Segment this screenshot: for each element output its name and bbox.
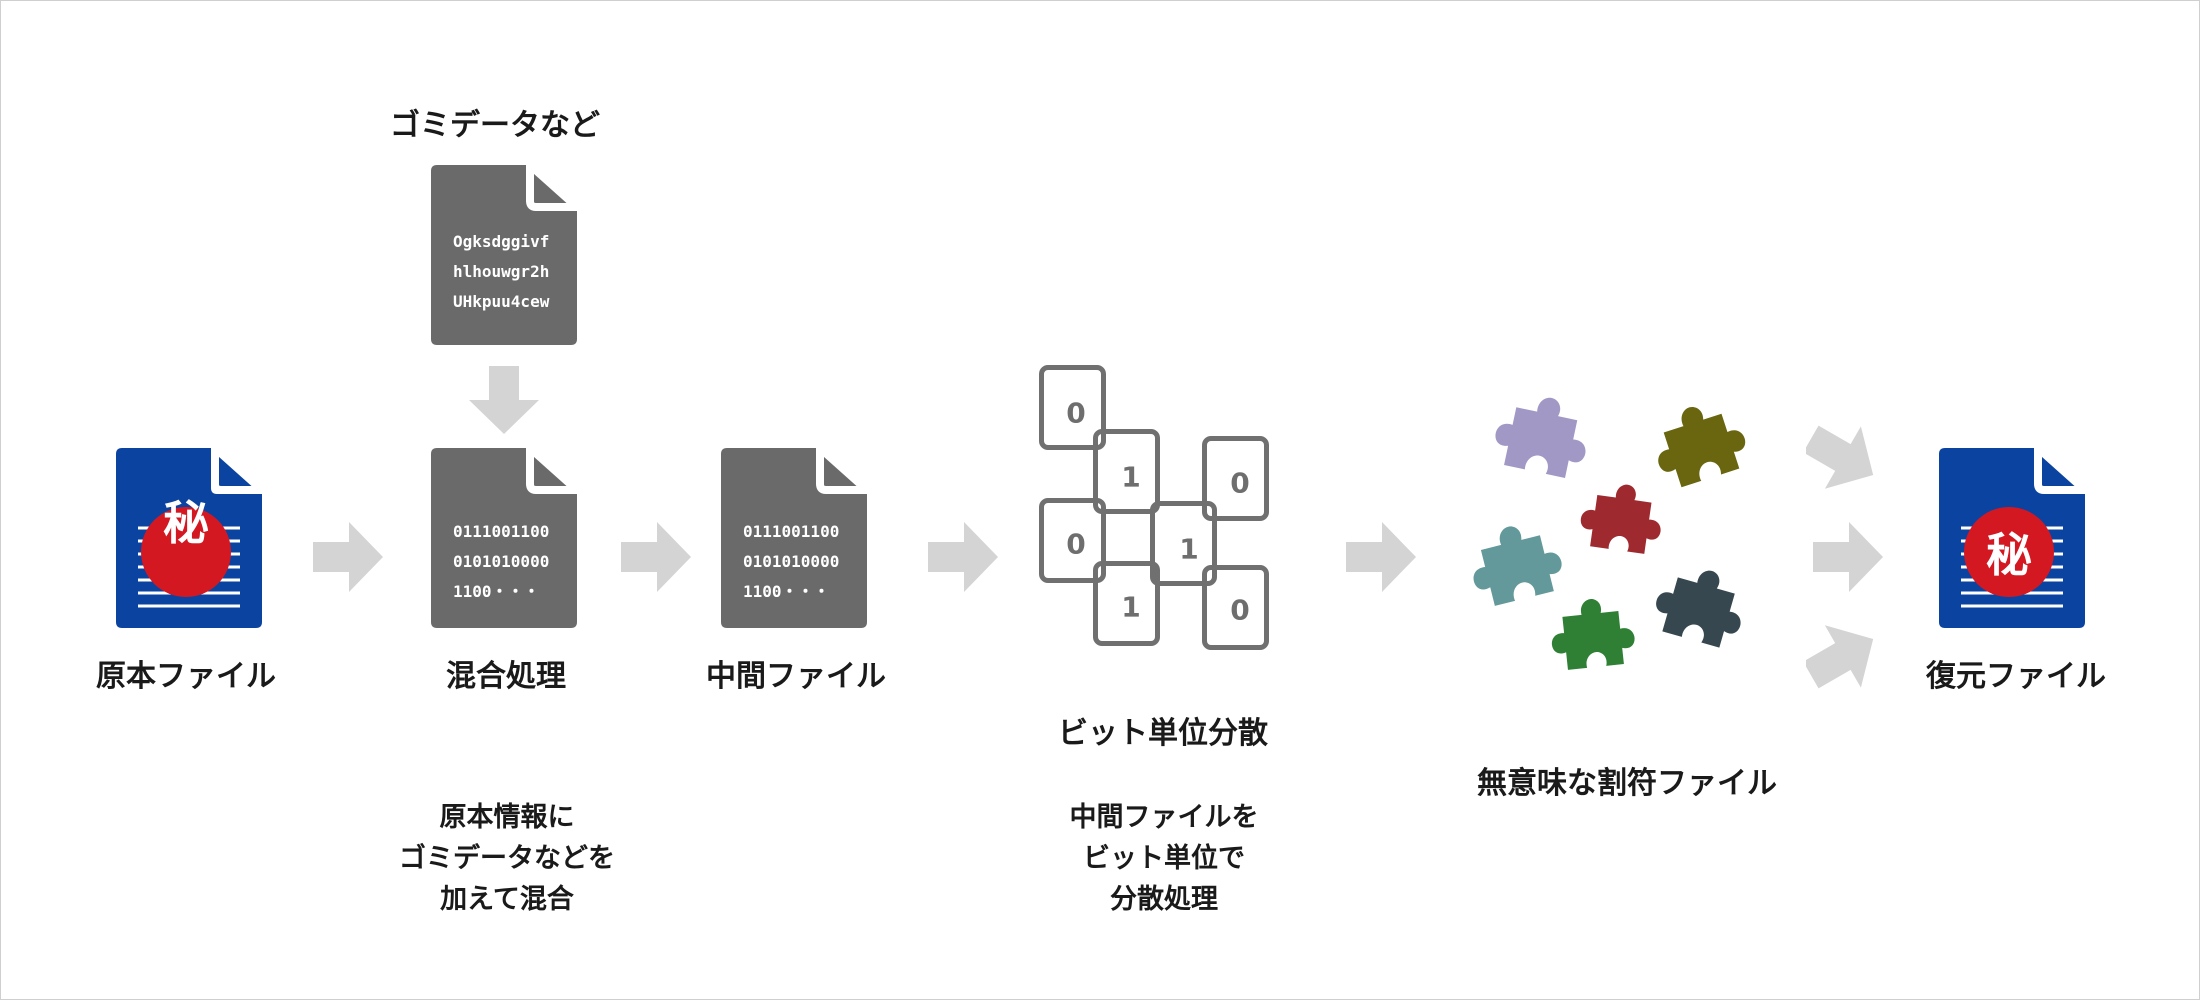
garbage-line: Ogksdggivf: [453, 232, 550, 251]
binary-line: 1100・・・: [453, 582, 540, 601]
puzzle-piece-slate: [1648, 558, 1753, 652]
garbage-line: hlhouwgr2h: [453, 262, 550, 281]
bit-value: 0: [1230, 593, 1250, 627]
secret-badge: 秘: [163, 496, 209, 550]
bit-distribution-label: ビット単位分散: [1058, 716, 1268, 751]
mix-file: 0111001100 0101010000 1100・・・: [431, 448, 579, 628]
binary-line: 1100・・・: [743, 582, 830, 601]
restored-file-icon: [1939, 448, 2087, 628]
arrow-right-icon: [621, 522, 691, 592]
bit-value: 1: [1179, 532, 1199, 566]
garbage-data-file: Ogksdggivf hlhouwgr2h UHkpuu4cew: [431, 165, 579, 345]
garbage-line: UHkpuu4cew: [453, 292, 550, 311]
secret-badge: 秘: [1986, 528, 2032, 582]
arrow-right-icon: [1346, 522, 1416, 592]
bit-value: 0: [1066, 527, 1086, 561]
share-files-label: 無意味な割符ファイル: [1477, 766, 1777, 801]
mix-description-line: ゴミデータなどを: [399, 843, 615, 874]
intermediate-file: 0111001100 0101010000 1100・・・: [721, 448, 869, 628]
arrow-down-right-icon: [1806, 625, 1874, 689]
mix-description-line: 原本情報に: [439, 802, 575, 833]
bit-description-line: 中間ファイルを: [1069, 802, 1259, 833]
arrow-right-icon: [1813, 522, 1883, 592]
bit-value: 1: [1121, 590, 1141, 624]
bit-box: [1039, 498, 1106, 583]
mix-process-label: 混合処理: [446, 659, 566, 694]
binary-line: 0101010000: [743, 552, 840, 571]
gray-document-icon: [721, 448, 869, 628]
bit-box: [1202, 436, 1269, 521]
binary-line: 0111001100: [743, 522, 840, 541]
arrow-right-icon: [313, 522, 383, 592]
puzzle-pieces-icon: [1463, 388, 1754, 672]
puzzle-piece-teal: [1463, 516, 1568, 610]
restored-file-label: 復元ファイル: [1926, 659, 2106, 694]
bit-description: 中間ファイルを ビット単位で 分散処理: [1070, 797, 1259, 920]
puzzle-piece-purple: [1489, 388, 1596, 482]
binary-text-lines: 0111001100 0101010000 1100・・・: [431, 517, 577, 607]
garbage-text-lines: Ogksdggivf hlhouwgr2h UHkpuu4cew: [431, 227, 577, 317]
arrow-up-right-icon: [1806, 425, 1874, 489]
bit-box: [1150, 501, 1217, 586]
arrow-down-icon: [469, 366, 539, 434]
garbage-data-label: ゴミデータなど: [390, 108, 600, 143]
intermediate-file-label: 中間ファイル: [706, 659, 886, 694]
puzzle-piece-red: [1577, 478, 1667, 556]
gray-document-icon: [431, 165, 579, 345]
binary-line: 0101010000: [453, 552, 550, 571]
binary-line: 0111001100: [453, 522, 550, 541]
puzzle-piece-green: [1547, 594, 1638, 672]
gray-document-icon: [431, 448, 579, 628]
bit-box: [1093, 429, 1160, 514]
original-file-icon: [116, 448, 264, 628]
bit-description-line: 分散処理: [1110, 884, 1218, 915]
bit-value: 1: [1121, 460, 1141, 494]
bit-box: [1039, 365, 1106, 450]
original-file-label: 原本ファイル: [96, 659, 276, 694]
mix-description-line: 加えて混合: [440, 884, 574, 915]
mix-description: 原本情報に ゴミデータなどを 加えて混合: [399, 797, 615, 920]
bit-value: 0: [1230, 466, 1250, 500]
bit-description-line: ビット単位で: [1083, 843, 1245, 874]
binary-text-lines: 0111001100 0101010000 1100・・・: [721, 517, 867, 607]
bit-box: [1202, 565, 1269, 650]
bit-value: 0: [1066, 396, 1086, 430]
arrow-right-icon: [928, 522, 998, 592]
bit-box: [1093, 561, 1160, 646]
puzzle-piece-olive: [1645, 394, 1754, 492]
